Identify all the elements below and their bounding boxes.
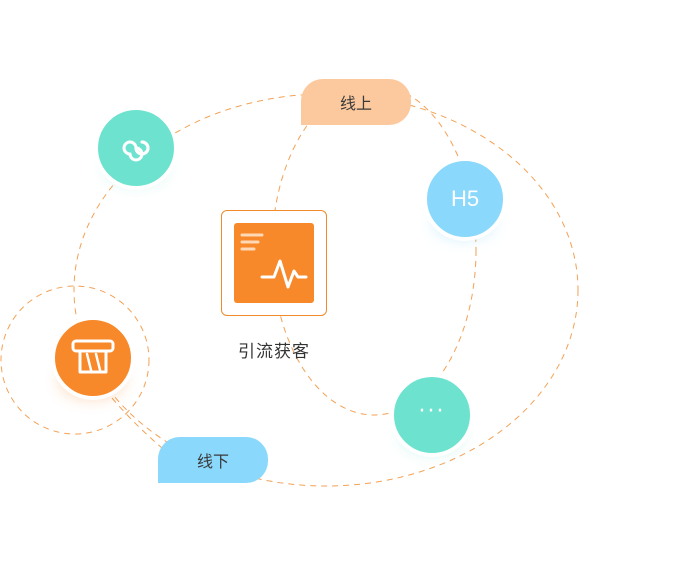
offline-tag-label: 线下 <box>196 452 229 471</box>
small-orbit <box>0 285 150 435</box>
more-node[interactable]: ··· <box>390 373 474 457</box>
lead-generation-icon-bg <box>234 223 314 303</box>
mini-program-node[interactable] <box>94 106 178 190</box>
offline-connector <box>111 397 163 449</box>
inner-orbit <box>271 84 477 416</box>
pulse-icon <box>240 233 308 289</box>
h5-node[interactable]: H5 <box>423 157 507 241</box>
online-tag-label: 线上 <box>339 94 372 113</box>
card-reader-icon <box>71 339 115 374</box>
center-label: 引流获客 <box>238 342 310 362</box>
mini-program-icon <box>122 140 150 162</box>
more-icon: ··· <box>418 398 446 424</box>
offline-tag[interactable]: 线下 <box>158 437 268 483</box>
h5-label: H5 <box>450 186 480 211</box>
card-terminal-node[interactable] <box>51 316 135 400</box>
online-tag[interactable]: 线上 <box>301 79 411 125</box>
lead-generation-card[interactable] <box>221 210 327 316</box>
